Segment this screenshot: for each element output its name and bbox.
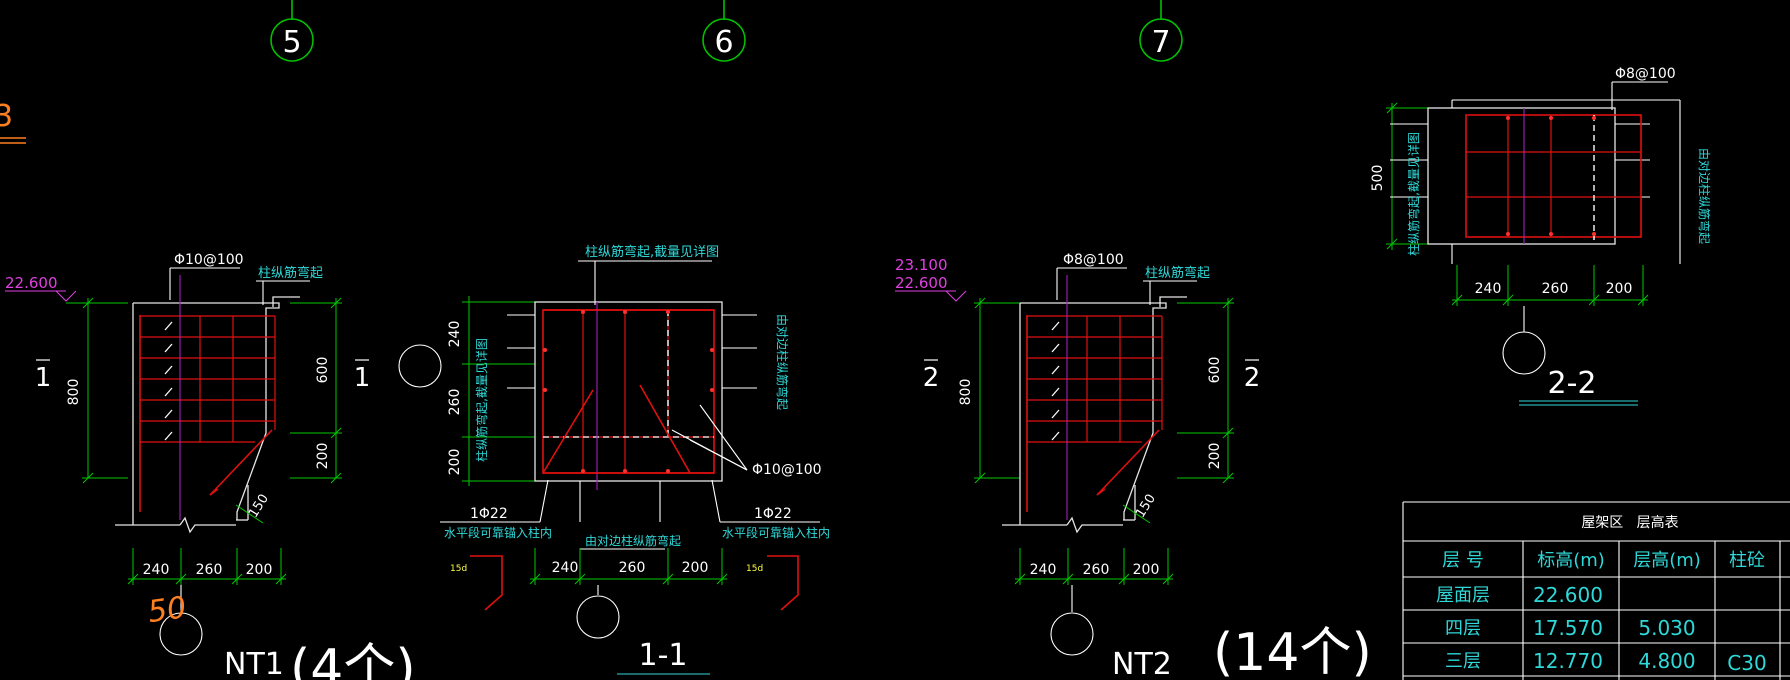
nt2-section-mark-right: 2: [1244, 363, 1261, 393]
section-1-1: 柱纵筋弯起,截量见详图 240 260 200: [398, 244, 830, 675]
table-row-elevation: 22.600: [1533, 583, 1603, 607]
s22-dim-bottom-200: 200: [1606, 281, 1633, 297]
table-header-floor: 层 号: [1442, 550, 1484, 571]
axis-label-5: 5: [282, 25, 301, 60]
s11-title: 1-1: [639, 638, 688, 673]
corner-mark-text: 3: [0, 99, 13, 134]
s11-stirrup: Φ10@100: [752, 462, 822, 478]
table-concrete: C30: [1727, 651, 1766, 675]
nt1-dim-bottom-260: 260: [196, 562, 223, 578]
table-row-elevation: 12.770: [1533, 649, 1603, 673]
nt1-handwritten-note: 50: [146, 590, 189, 630]
s11-bar-right: 1Φ22: [754, 506, 792, 522]
s11-dim-left-260: 260: [447, 389, 463, 416]
s11-right-vertical-note: 由对边柱纵筋弯起: [775, 314, 790, 410]
table-row-height: 4.800: [1638, 649, 1695, 673]
nt2-stirrup: Φ8@100: [1063, 252, 1124, 268]
nt1-dim-bottom-200: 200: [246, 562, 273, 578]
nt2-dim-150: 150: [1133, 492, 1159, 521]
table-title: 屋架区 层高表: [1581, 514, 1678, 531]
table-row-elevation: 17.570: [1533, 616, 1603, 640]
s11-side-bubble: [398, 344, 442, 388]
s11-top-note: 柱纵筋弯起,截量见详图: [585, 244, 719, 260]
nt2-section-bubble: [1050, 612, 1094, 656]
table-row-floor: 三层: [1445, 651, 1481, 672]
axis-label-6: 6: [714, 25, 733, 60]
nt2-dim-800: 800: [958, 379, 974, 406]
corner-mark: 3: [0, 99, 26, 144]
nt2-bar-note: 柱纵筋弯起: [1145, 265, 1210, 281]
s22-right-note: 由对边柱纵筋弯起: [1697, 148, 1712, 244]
axis-bubble-7: 7: [1139, 0, 1183, 62]
s22-dim-bottom-240: 240: [1475, 281, 1502, 297]
table-header-elevation: 标高(m): [1537, 550, 1605, 571]
nt2-dim-600: 600: [1207, 357, 1223, 384]
s22-stirrup: Φ8@100: [1615, 66, 1676, 82]
nt1-section-mark-left: 1: [35, 363, 52, 393]
nt1-count: (4个): [290, 639, 416, 680]
table-header-height: 层高(m): [1633, 550, 1701, 571]
s22-section-bubble: [1502, 331, 1546, 375]
s11-dim-bottom-200: 200: [682, 560, 709, 576]
nt1-dim-bottom-240: 240: [143, 562, 170, 578]
s11-dim-bottom-240: 240: [552, 560, 579, 576]
s11-hook-label-right: 15d: [746, 564, 763, 574]
section-2-2: Φ8@100 500 柱纵筋弯起,截量见详图 由对: [1370, 66, 1712, 406]
table-row-floor: 四层: [1445, 618, 1481, 639]
s11-dim-left-200: 200: [447, 449, 463, 476]
nt2-dim-200: 200: [1207, 443, 1223, 470]
s11-bar-left-note: 水平段可靠锚入柱内: [444, 525, 552, 540]
nt2-dim-bottom-240: 240: [1030, 562, 1057, 578]
axis-bubble-6: 6: [702, 0, 746, 62]
nt2-elevation-top: 23.100: [895, 256, 948, 274]
s22-left-note: 柱纵筋弯起,截量见详图: [1406, 132, 1421, 256]
nt2-name: NT2: [1112, 647, 1172, 680]
nt2-section-mark-left: 2: [923, 363, 940, 393]
nt2-dim-bottom-200: 200: [1133, 562, 1160, 578]
nt1-name: NT1: [224, 647, 284, 680]
s22-height-dim: 500: [1370, 165, 1386, 192]
s11-dim-bottom-260: 260: [619, 560, 646, 576]
s11-left-vertical-note: 柱纵筋弯起,截量见详图: [474, 338, 489, 462]
table-header-concrete: 柱砼: [1729, 550, 1765, 571]
s22-dim-bottom-260: 260: [1542, 281, 1569, 297]
s11-dim-left-240: 240: [447, 321, 463, 348]
detail-nt1: 22.600 800 1 1: [5, 252, 416, 680]
nt1-dim-600: 600: [315, 357, 331, 384]
s11-bottom-note: 由对边柱纵筋弯起: [585, 533, 681, 548]
nt1-dim-150: 150: [246, 492, 272, 521]
axis-label-7: 7: [1151, 25, 1170, 60]
axis-bubble-5: 5: [270, 0, 314, 62]
table-row-height: 5.030: [1638, 616, 1695, 640]
nt2-dim-bottom-260: 260: [1083, 562, 1110, 578]
nt2-elevation: 22.600: [895, 274, 948, 292]
s11-bar-right-note: 水平段可靠锚入柱内: [722, 525, 830, 540]
s22-title: 2-2: [1548, 366, 1597, 401]
s11-section-bubble: [576, 595, 620, 639]
nt1-dim-200: 200: [315, 443, 331, 470]
nt1-stirrup: Φ10@100: [174, 252, 244, 268]
floor-table: 屋架区 层高表 层 号 标高(m) 层高(m) 柱砼 屋面层 22.600 四层…: [1402, 501, 1790, 680]
table-row-floor: 屋面层: [1436, 585, 1490, 606]
s11-bar-left: 1Φ22: [470, 506, 508, 522]
s11-hook-label-left: 15d: [450, 564, 467, 574]
nt1-section-bubble: [159, 612, 203, 656]
nt1-elevation: 22.600: [5, 274, 58, 292]
nt1-bar-note: 柱纵筋弯起: [258, 265, 323, 281]
nt1-dim-800: 800: [66, 379, 82, 406]
nt1-section-mark-right: 1: [354, 363, 371, 393]
nt2-count: (14个): [1213, 623, 1372, 680]
detail-nt2: 23.100 22.600 800 2 2: [895, 252, 1372, 680]
